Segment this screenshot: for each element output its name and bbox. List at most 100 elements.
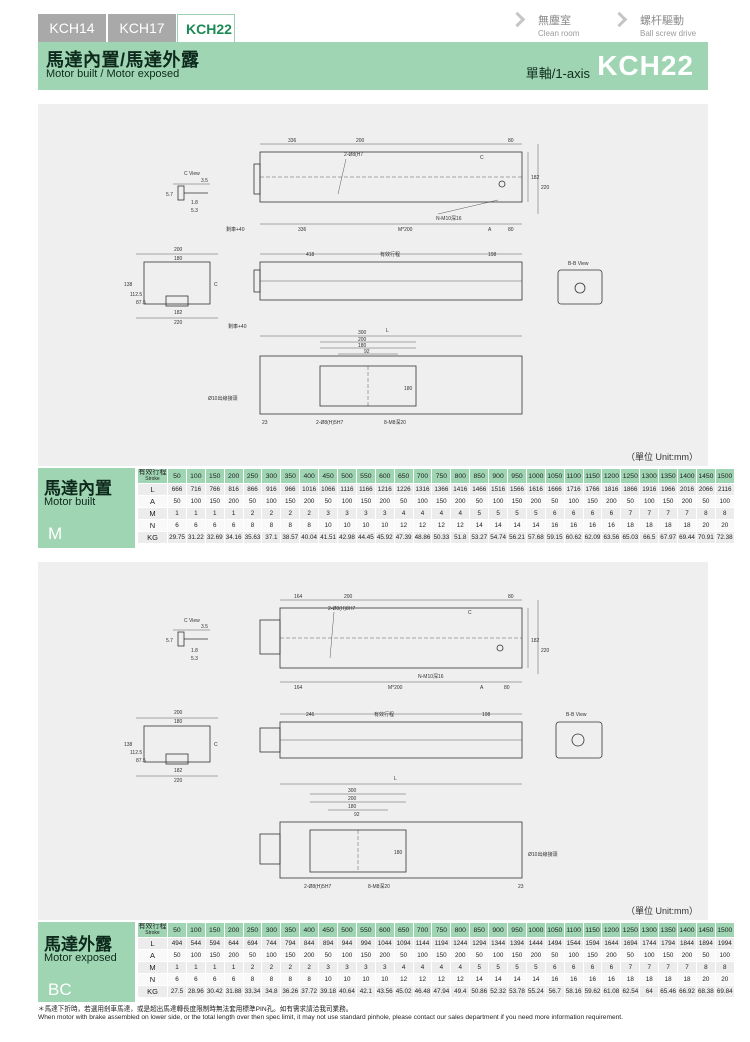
stroke-value: 300 (261, 468, 282, 484)
table-cell: 49.4 (450, 985, 471, 998)
stroke-value: 50 (167, 922, 187, 938)
table-cell: 6 (582, 961, 603, 974)
table-cell: 200 (525, 949, 546, 962)
table-cell: 50 (469, 949, 490, 962)
table-cell: 666 (167, 483, 187, 496)
stroke-value: 1500 (714, 922, 735, 938)
stroke-value: 1400 (677, 922, 697, 938)
table-cell: 27.5 (167, 985, 187, 998)
bview2-title: B-B View (566, 712, 587, 718)
cview-dim-1: 3.5 (201, 178, 208, 184)
table-cell: 43.56 (374, 985, 395, 998)
end-view-body (143, 261, 211, 305)
table-cell: 6 (544, 961, 565, 974)
cview-title: C View (184, 171, 200, 177)
table-cell: 5 (525, 961, 546, 974)
table-cell: 12 (393, 973, 414, 986)
drawing-panel-motor-built: 336 200 80 182 220 336 M*200 A 80 2-Ø8(H… (38, 104, 708, 466)
table-cell: 1444 (525, 937, 546, 950)
table-cell: 50.86 (469, 985, 490, 998)
table-cell: 200 (677, 495, 697, 508)
table-cell: 100 (261, 495, 282, 508)
table-cell: 5 (488, 507, 509, 520)
unit-label-2: （單位 Unit:mm） (626, 906, 699, 916)
row-label: A (137, 949, 168, 962)
unit-label: （單位 Unit:mm） (626, 452, 699, 462)
table-cell: 7 (658, 507, 679, 520)
table-cell: 16 (544, 519, 565, 532)
tab-kch22[interactable]: KCH22 (177, 14, 235, 42)
stroke-value: 550 (355, 468, 376, 484)
table-cell: 53.27 (469, 531, 490, 544)
table-cell: 1216 (374, 483, 395, 496)
stroke-value: 150 (204, 922, 225, 938)
stroke-value: 500 (337, 922, 357, 938)
table-cell: 766 (204, 483, 225, 496)
table-cell: 4 (431, 961, 452, 974)
stroke-value: 1300 (639, 468, 660, 484)
table-cell: 41.51 (318, 531, 339, 544)
table-cell: 16 (601, 519, 622, 532)
table-cell: 20 (695, 519, 716, 532)
table-cell: 1916 (639, 483, 660, 496)
table-cell: 100 (488, 949, 509, 962)
tab-kch17[interactable]: KCH17 (108, 14, 176, 42)
table-cell: 150 (431, 949, 452, 962)
page-subtitle: Motor built / Motor exposed (46, 68, 180, 80)
nav-ball-screw[interactable]: 螺杆驅動 Ball screw drive (640, 12, 696, 38)
table-cell: 50 (695, 495, 716, 508)
table-cell: 10 (355, 519, 376, 532)
table-cell: 5 (469, 507, 490, 520)
stroke-value: 300 (261, 922, 282, 938)
dim2-220: 220 (541, 648, 550, 654)
end-letter: C (214, 282, 218, 288)
header-band: 馬達內置/馬達外露 Motor built / Motor exposed 單軸… (38, 42, 708, 90)
table-cell: 5 (488, 961, 509, 974)
dim2-80-bottom: 80 (504, 685, 510, 691)
stroke-value: 600 (374, 468, 395, 484)
table-cell: 66.5 (639, 531, 660, 544)
end2-dim-200: 200 (174, 710, 183, 716)
stroke-value: 450 (318, 922, 339, 938)
table-cell: 8 (261, 519, 282, 532)
nav-clean-room[interactable]: 無塵室 Clean room (538, 12, 579, 38)
end-dim-182: 182 (174, 310, 183, 316)
table-cell: 100 (639, 495, 660, 508)
table-cell: 12 (450, 973, 471, 986)
table-cell: 16 (563, 519, 584, 532)
table-cell: 2 (261, 961, 282, 974)
table-cell: 6 (204, 519, 225, 532)
table-cell: 39.18 (318, 985, 339, 998)
cview2-dim-3: 1.8 (191, 648, 198, 654)
table-cell: 6 (601, 961, 622, 974)
table-cell: 10 (318, 973, 339, 986)
table-cell: 50 (393, 495, 414, 508)
dim2-a: A (480, 685, 484, 691)
row-label: KG (137, 985, 168, 998)
table-cell: 61.08 (601, 985, 622, 998)
stroke-value: 1200 (601, 922, 622, 938)
table-cell: 3 (318, 961, 339, 974)
table-cell: 200 (223, 495, 244, 508)
table-cell: 14 (469, 519, 490, 532)
table-cell: 6 (563, 961, 584, 974)
tab-kch14[interactable]: KCH14 (38, 14, 106, 42)
table-cell: 200 (450, 495, 471, 508)
table-cell: 716 (185, 483, 206, 496)
stroke-value: 650 (393, 468, 414, 484)
footnote: ＊馬達下折時，若選用剎車馬達，或是超出馬達轉長度限制時無法套用標準PIN孔。如有… (38, 1006, 623, 1022)
stroke-value: 750 (431, 468, 452, 484)
end-dim-220: 220 (174, 320, 183, 326)
table-cell: 1766 (582, 483, 603, 496)
table-cell: 200 (601, 495, 622, 508)
table-cell: 6 (185, 973, 206, 986)
stroke-value: 400 (299, 922, 320, 938)
table-cell: 38.57 (280, 531, 301, 544)
table-cell: 100 (412, 949, 433, 962)
dim2-246: 246 (306, 712, 315, 718)
dim-198: 198 (488, 252, 497, 258)
stroke-value: 1200 (601, 468, 622, 484)
